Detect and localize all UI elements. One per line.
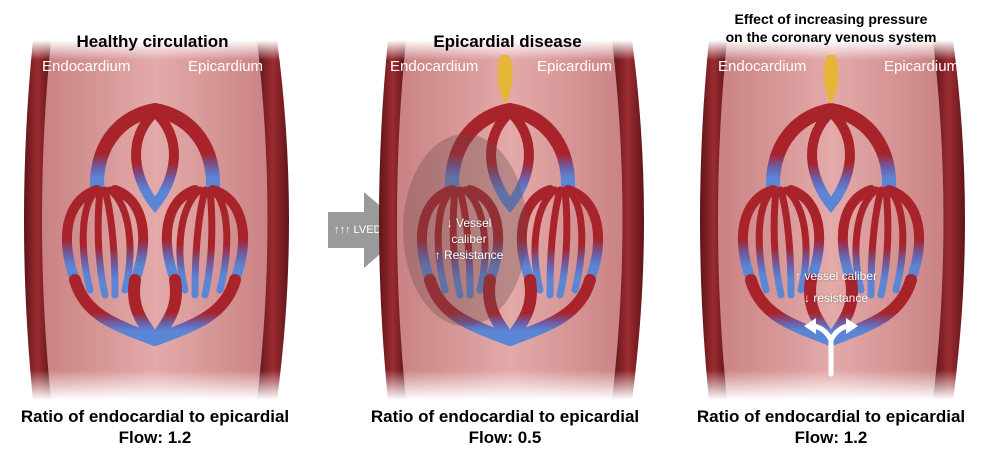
caption-line1: Ratio of endocardial to epicardial (325, 406, 685, 427)
caption-line2: Flow: 1.2 (0, 427, 330, 448)
endocardium-label: Endocardium (42, 58, 130, 75)
pressure-note: ↑ vessel caliber ↓ resistance (776, 268, 896, 306)
caption-line2: Flow: 0.5 (325, 427, 685, 448)
epicardium-label: Epicardium (884, 58, 959, 75)
panel-title: Epicardial disease (350, 33, 665, 51)
endocardium-label: Endocardium (390, 58, 478, 75)
disease-note: ↓ Vessel caliber ↑ Resistance (429, 215, 509, 263)
panel-venous-pressure: Effect of increasing pressure on the cor… (676, 0, 986, 451)
note-line2: caliber (429, 231, 509, 247)
panel-title: Effect of increasing pressure on the cor… (676, 10, 986, 46)
panel-epicardial-disease: Epicardial disease Endocardium Epicardiu… (345, 0, 665, 451)
caption-line2: Flow: 1.2 (656, 427, 986, 448)
flow-ratio-caption: Ratio of endocardial to epicardial Flow:… (325, 406, 685, 448)
note-line1: ↑ vessel caliber (776, 268, 896, 284)
title-line2: on the coronary venous system (676, 28, 986, 46)
note-line1: ↓ Vessel (429, 215, 509, 231)
flow-ratio-caption: Ratio of endocardial to epicardial Flow:… (0, 406, 330, 448)
epicardium-label: Epicardium (188, 58, 263, 75)
note-line3: ↑ Resistance (429, 247, 509, 263)
title-line1: Effect of increasing pressure (676, 10, 986, 28)
epicardium-label: Epicardium (537, 58, 612, 75)
caption-line1: Ratio of endocardial to epicardial (0, 406, 330, 427)
caption-line1: Ratio of endocardial to epicardial (656, 406, 986, 427)
panel-title: Healthy circulation (0, 33, 310, 51)
flow-ratio-caption: Ratio of endocardial to epicardial Flow:… (656, 406, 986, 448)
note-line2: ↓ resistance (776, 290, 896, 306)
panel-healthy: Healthy circulation Endocardium Epicardi… (0, 0, 310, 451)
endocardium-label: Endocardium (718, 58, 806, 75)
